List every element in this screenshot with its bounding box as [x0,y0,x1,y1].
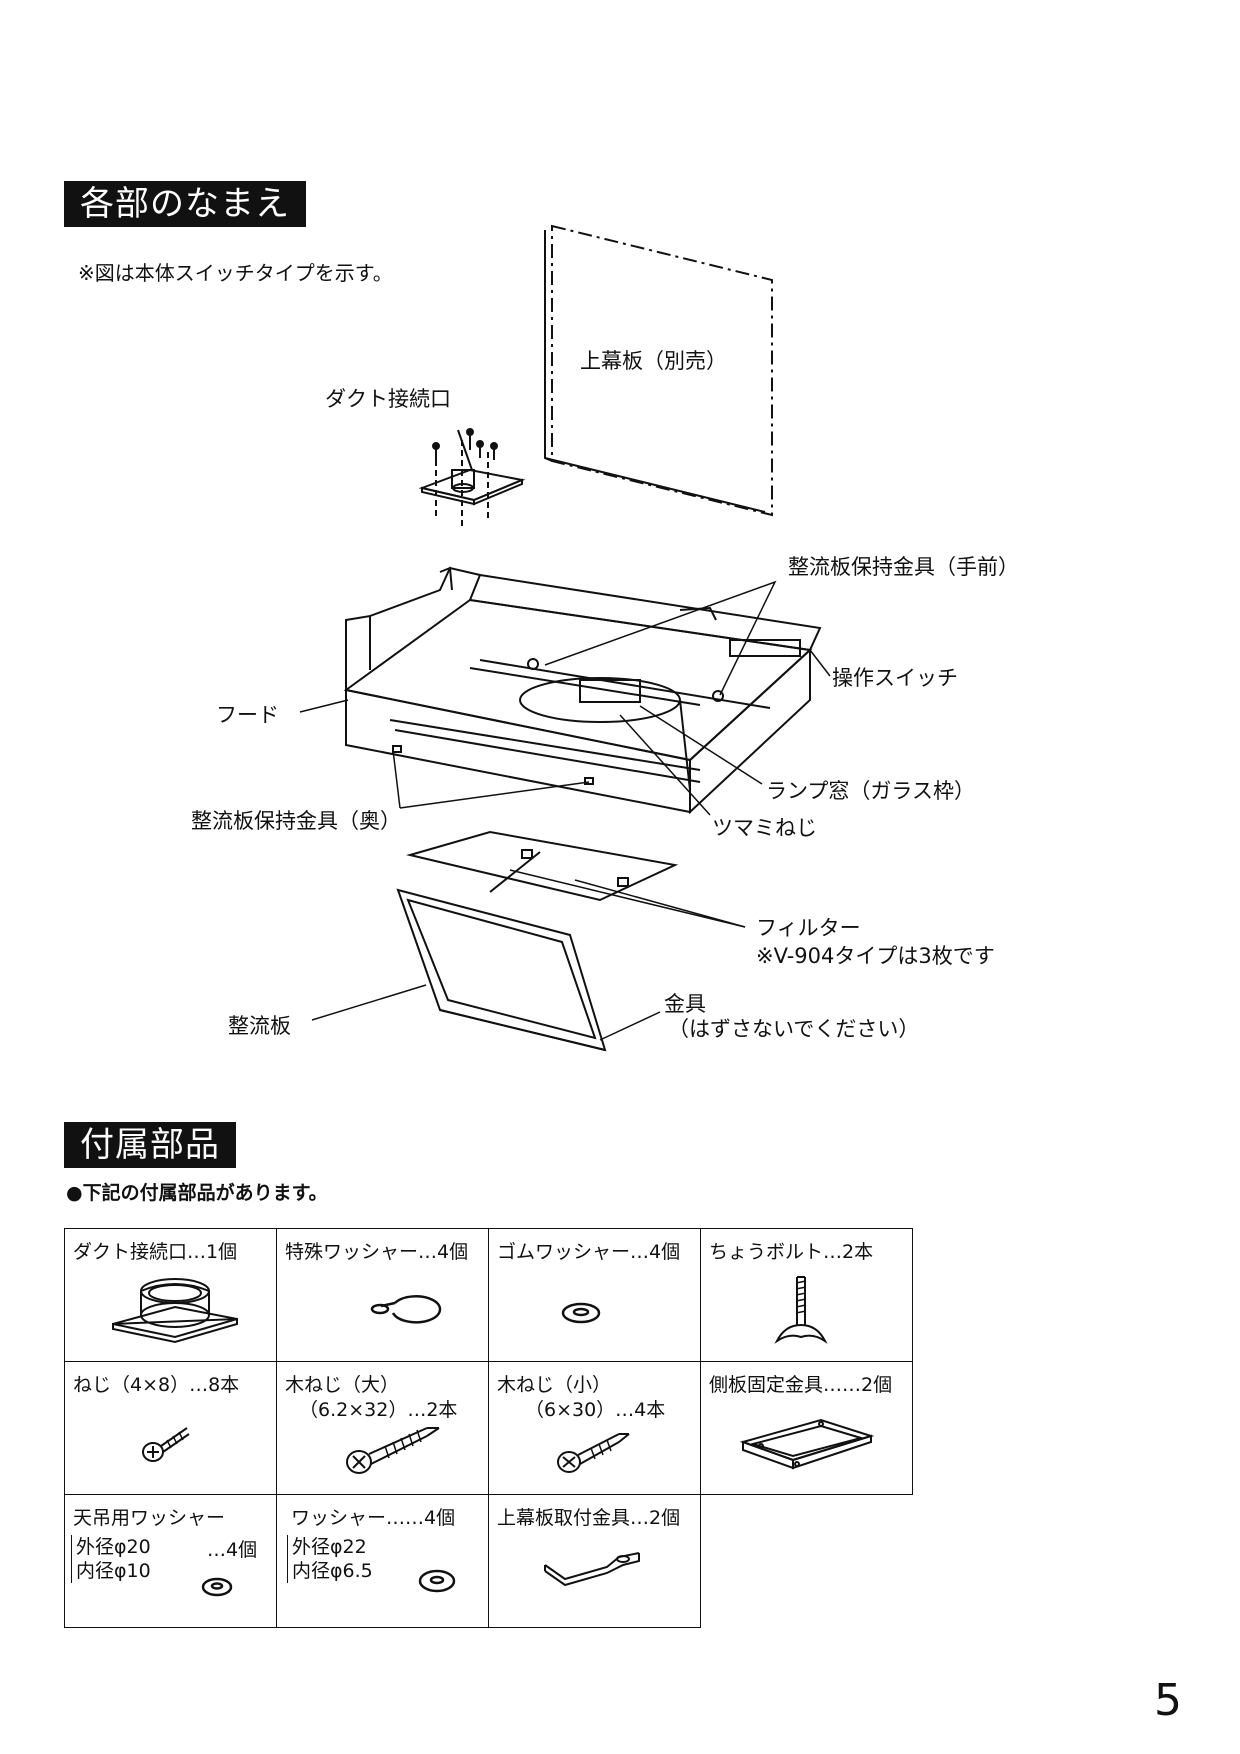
part-cell: 上幕板取付金具…2個 [488,1494,701,1628]
page-number: 5 [1154,1675,1182,1726]
label-baffle-holder-front: 整流板保持金具（手前） [788,555,1019,579]
part-name: ちょうボルト…2本 [709,1241,874,1263]
duct-port-drawing [418,428,526,530]
part-name: 特殊ワッシャー…4個 [285,1241,469,1263]
part-name: ねじ（4×8）…8本 [73,1374,240,1396]
part-name: 上幕板取付金具…2個 [497,1507,681,1529]
baffle-plate-drawing [396,888,607,1052]
part-name: 木ねじ（大） [285,1374,400,1396]
part-size: （6.2×32）…2本 [299,1399,458,1421]
part-cell: 側板固定金具……2個 [700,1361,913,1495]
part-spec: 外径φ20 内径φ10 [71,1535,151,1583]
wing-bolt-icon [774,1276,828,1344]
accessories-note: ●下記の付属部品があります。 [66,1182,328,1204]
part-name: ゴムワッシャー…4個 [497,1241,681,1263]
part-name: 木ねじ（小） [497,1374,612,1396]
part-cell: ダクト接続口…1個 [64,1228,277,1362]
part-cell: ワッシャー……4個 外径φ22 内径φ6.5 [276,1494,489,1628]
accessories-table: ダクト接続口…1個 特殊ワッシャー…4個 [64,1228,913,1628]
label-knob-screw: ツマミねじ [712,816,817,840]
panel-mount-bracket-icon [544,1552,640,1587]
inner-diameter: 内径φ10 [71,1559,151,1583]
rubber-washer-icon [561,1302,601,1324]
section-title-parts-names: 各部のなまえ [64,181,306,227]
label-baffle-holder-back: 整流板保持金具（奥） [191,809,401,833]
part-cell: 天吊用ワッシャー 外径φ20 内径φ10 …4個 [64,1494,277,1628]
inner-diameter: 内径φ6.5 [287,1559,373,1583]
wood-screw-large-icon [346,1427,440,1474]
label-hood: フード [216,703,279,727]
part-name: ダクト接続口…1個 [73,1241,238,1263]
hood-diagram [299,224,831,1052]
diagram-note: ※図は本体スイッチタイプを示す。 [78,261,393,285]
upper-panel-drawing [551,224,773,517]
empty-cell [701,1495,913,1628]
special-washer-icon [370,1295,442,1324]
part-spec: 外径φ22 内径φ6.5 [287,1535,373,1583]
part-size: （6×30）…4本 [525,1399,666,1421]
ceiling-washer-icon [201,1577,233,1597]
label-filter: フィルター [756,916,861,940]
label-lamp-window: ランプ窓（ガラス枠） [766,779,975,803]
table-row: ダクト接続口…1個 特殊ワッシャー…4個 [64,1228,913,1362]
label-upper-panel: 上幕板（別売） [580,349,727,373]
label-bracket-note: （はずさないでください） [668,1017,920,1041]
part-cell: ちょうボルト…2本 [700,1228,913,1362]
label-bracket: 金具 [664,992,706,1016]
part-count: …4個 [207,1539,258,1561]
part-cell: 木ねじ（大） （6.2×32）…2本 [276,1361,489,1495]
part-cell: ゴムワッシャー…4個 [488,1228,701,1362]
part-cell: 木ねじ（小） （6×30）…4本 [488,1361,701,1495]
outer-diameter: 外径φ22 [287,1535,373,1559]
part-cell: 特殊ワッシャー…4個 [276,1228,489,1362]
table-row: 天吊用ワッシャー 外径φ20 内径φ10 …4個 ワッシャー……4個 外径φ22… [64,1494,913,1628]
table-row: ねじ（4×8）…8本 木ねじ（大） （6.2×32）…2本 [64,1361,913,1495]
part-cell: ねじ（4×8）…8本 [64,1361,277,1495]
side-plate-bracket-icon [739,1418,875,1470]
label-baffle: 整流板 [228,1014,291,1038]
part-name: 天吊用ワッシャー [73,1507,226,1529]
outer-diameter: 外径φ20 [71,1535,151,1559]
label-filter-note: ※V-904タイプは3枚です [756,944,995,968]
label-duct-port: ダクト接続口 [325,387,451,411]
washer-icon [418,1569,456,1593]
filter-drawing [406,830,679,902]
section-title-accessories: 付属部品 [64,1122,236,1168]
label-switch: 操作スイッチ [832,666,958,690]
part-name: 側板固定金具……2個 [709,1374,893,1396]
wood-screw-small-icon [557,1433,630,1473]
duct-connector-icon [112,1278,238,1344]
screw-icon [142,1427,190,1462]
hood-body-drawing [343,566,822,815]
part-name: ワッシャー……4個 [291,1507,456,1529]
